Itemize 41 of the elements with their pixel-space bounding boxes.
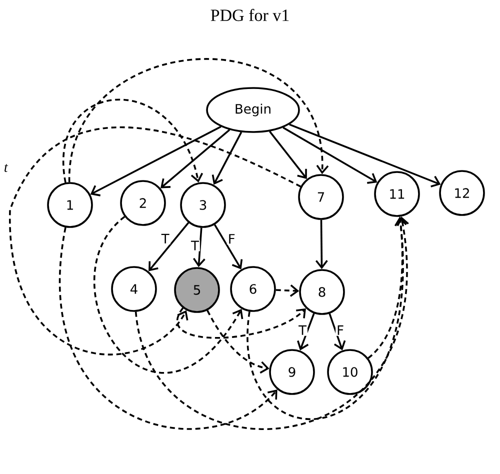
graph-node: 5	[174, 267, 220, 313]
dependence-arrow	[62, 98, 204, 183]
arrow	[289, 124, 441, 188]
title: PDG for v1	[210, 8, 289, 22]
dependence-arrow	[276, 284, 300, 297]
edge-label: F	[229, 234, 235, 244]
arrow	[315, 220, 328, 270]
arrow	[90, 126, 222, 196]
arrow	[328, 313, 346, 350]
graph-node: 6	[230, 266, 276, 312]
dependence-arrow	[368, 216, 407, 359]
graph-node: 3	[180, 182, 226, 228]
arrow	[214, 224, 243, 270]
arrow	[212, 132, 242, 185]
edge-label: T	[298, 325, 307, 335]
arrow	[282, 126, 378, 184]
dependence-arrow	[9, 126, 302, 356]
edge-label: T	[161, 234, 170, 244]
dependence-arrow	[68, 58, 329, 182]
side-label: t	[4, 164, 8, 172]
graph-node: 2	[120, 180, 166, 226]
arrow	[269, 130, 307, 179]
edge-label: F	[338, 325, 344, 335]
dependence-arrow	[176, 308, 306, 339]
graph-node: 1	[47, 182, 93, 228]
graph-node: 11	[374, 171, 420, 217]
dependence-arrow	[59, 227, 278, 430]
graph-node: 9	[269, 349, 315, 395]
dependence-arrow	[134, 216, 409, 430]
arrow	[148, 222, 190, 272]
graph-node: 7	[298, 174, 344, 220]
graph-node: 10	[327, 349, 373, 395]
dependence-arrow	[206, 310, 270, 374]
arrow	[192, 228, 206, 268]
graph-node: 12	[439, 170, 485, 216]
arrow	[160, 129, 230, 188]
edge-label: T	[190, 240, 199, 250]
dependence-arrow	[93, 216, 244, 374]
graph-node: 8	[299, 269, 345, 315]
graph-node: 4	[111, 266, 157, 312]
arrow	[297, 313, 315, 351]
